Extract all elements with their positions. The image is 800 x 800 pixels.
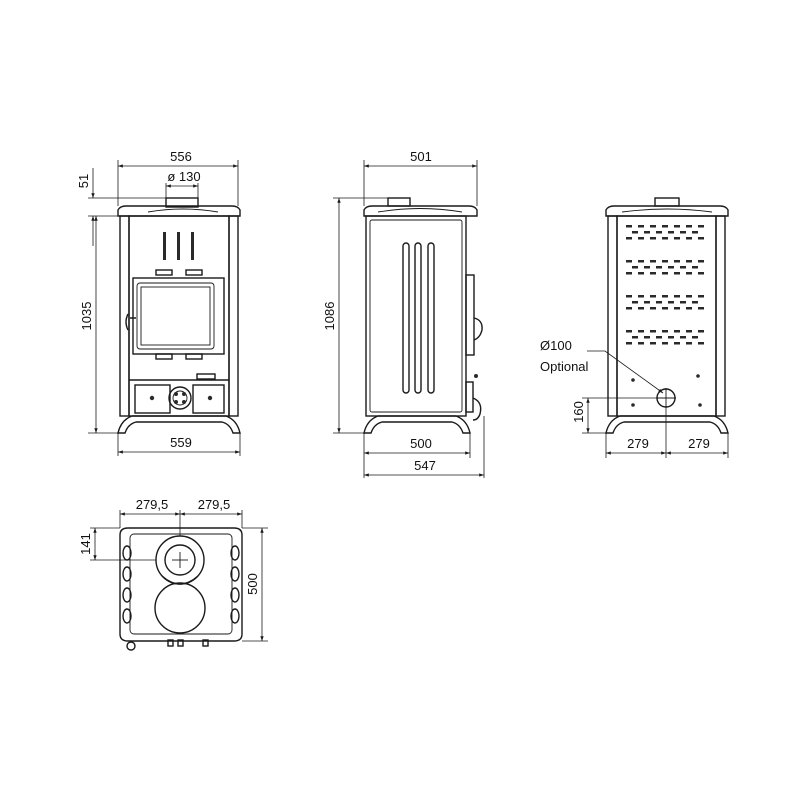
rear-vent-row-3: [626, 295, 704, 310]
top-flue-offset-dimension: 141: [78, 527, 156, 561]
side-view: 501 1086 500 547: [322, 149, 485, 478]
side-base-depth-label: 500: [410, 436, 432, 451]
top-depth-dimension: 500: [242, 527, 268, 642]
front-flue-height-dimension: 51: [76, 168, 166, 246]
rear-view: Ø100 Optional 160 279 279: [540, 197, 729, 458]
side-overall-depth-label: 547: [414, 458, 436, 473]
front-flue-diameter-dimension: ø 130: [165, 169, 201, 198]
rear-left-offset-label: 279: [627, 436, 649, 451]
side-top-depth-label: 501: [410, 149, 432, 164]
top-flue-offset-label: 141: [78, 533, 93, 555]
top-cooking-plate: [154, 582, 206, 634]
top-left-offset-label: 279,5: [136, 497, 169, 512]
side-stove-body: [363, 197, 483, 434]
front-flue-height-label: 51: [76, 174, 91, 188]
side-base-depth-dimension: 500: [363, 433, 471, 478]
rear-vent-row-4: [626, 330, 704, 345]
front-view: 556 ø 130 51 1035 559: [76, 149, 241, 456]
front-width-top-label: 556: [170, 149, 192, 164]
top-view: 279,5 279,5 141 500: [78, 497, 268, 651]
side-top-depth-dimension: 501: [363, 149, 478, 206]
front-base-width-label: 559: [170, 435, 192, 450]
front-stove-body: [117, 197, 241, 434]
top-right-offset-label: 279,5: [198, 497, 231, 512]
rear-vent-row-2: [626, 260, 704, 275]
side-total-height-label: 1086: [322, 302, 337, 331]
rear-offset-dimensions: 279 279: [605, 408, 729, 458]
front-base-width-dimension: 559: [117, 433, 241, 456]
side-overall-depth-dimension: 547: [364, 416, 485, 478]
rear-outlet-callout: Ø100 Optional: [540, 338, 664, 394]
rear-outlet-height-dimension: 160: [571, 397, 656, 434]
front-flue-diameter-label: ø 130: [167, 169, 200, 184]
rear-outlet-note-label: Optional: [540, 359, 589, 374]
rear-stove-body: [605, 197, 729, 434]
top-stove-body: [119, 527, 243, 651]
top-offset-dimensions: 279,5 279,5: [119, 497, 243, 536]
rear-outlet-diameter-label: Ø100: [540, 338, 572, 353]
top-depth-label: 500: [245, 573, 260, 595]
rear-right-offset-label: 279: [688, 436, 710, 451]
front-width-top-dimension: 556: [117, 149, 239, 206]
side-total-height-dimension: 1086: [322, 197, 388, 434]
rear-vent-row-1: [626, 225, 704, 240]
front-body-height-dimension: 1035: [79, 216, 118, 434]
rear-outlet-height-label: 160: [571, 401, 586, 423]
front-body-height-label: 1035: [79, 302, 94, 331]
